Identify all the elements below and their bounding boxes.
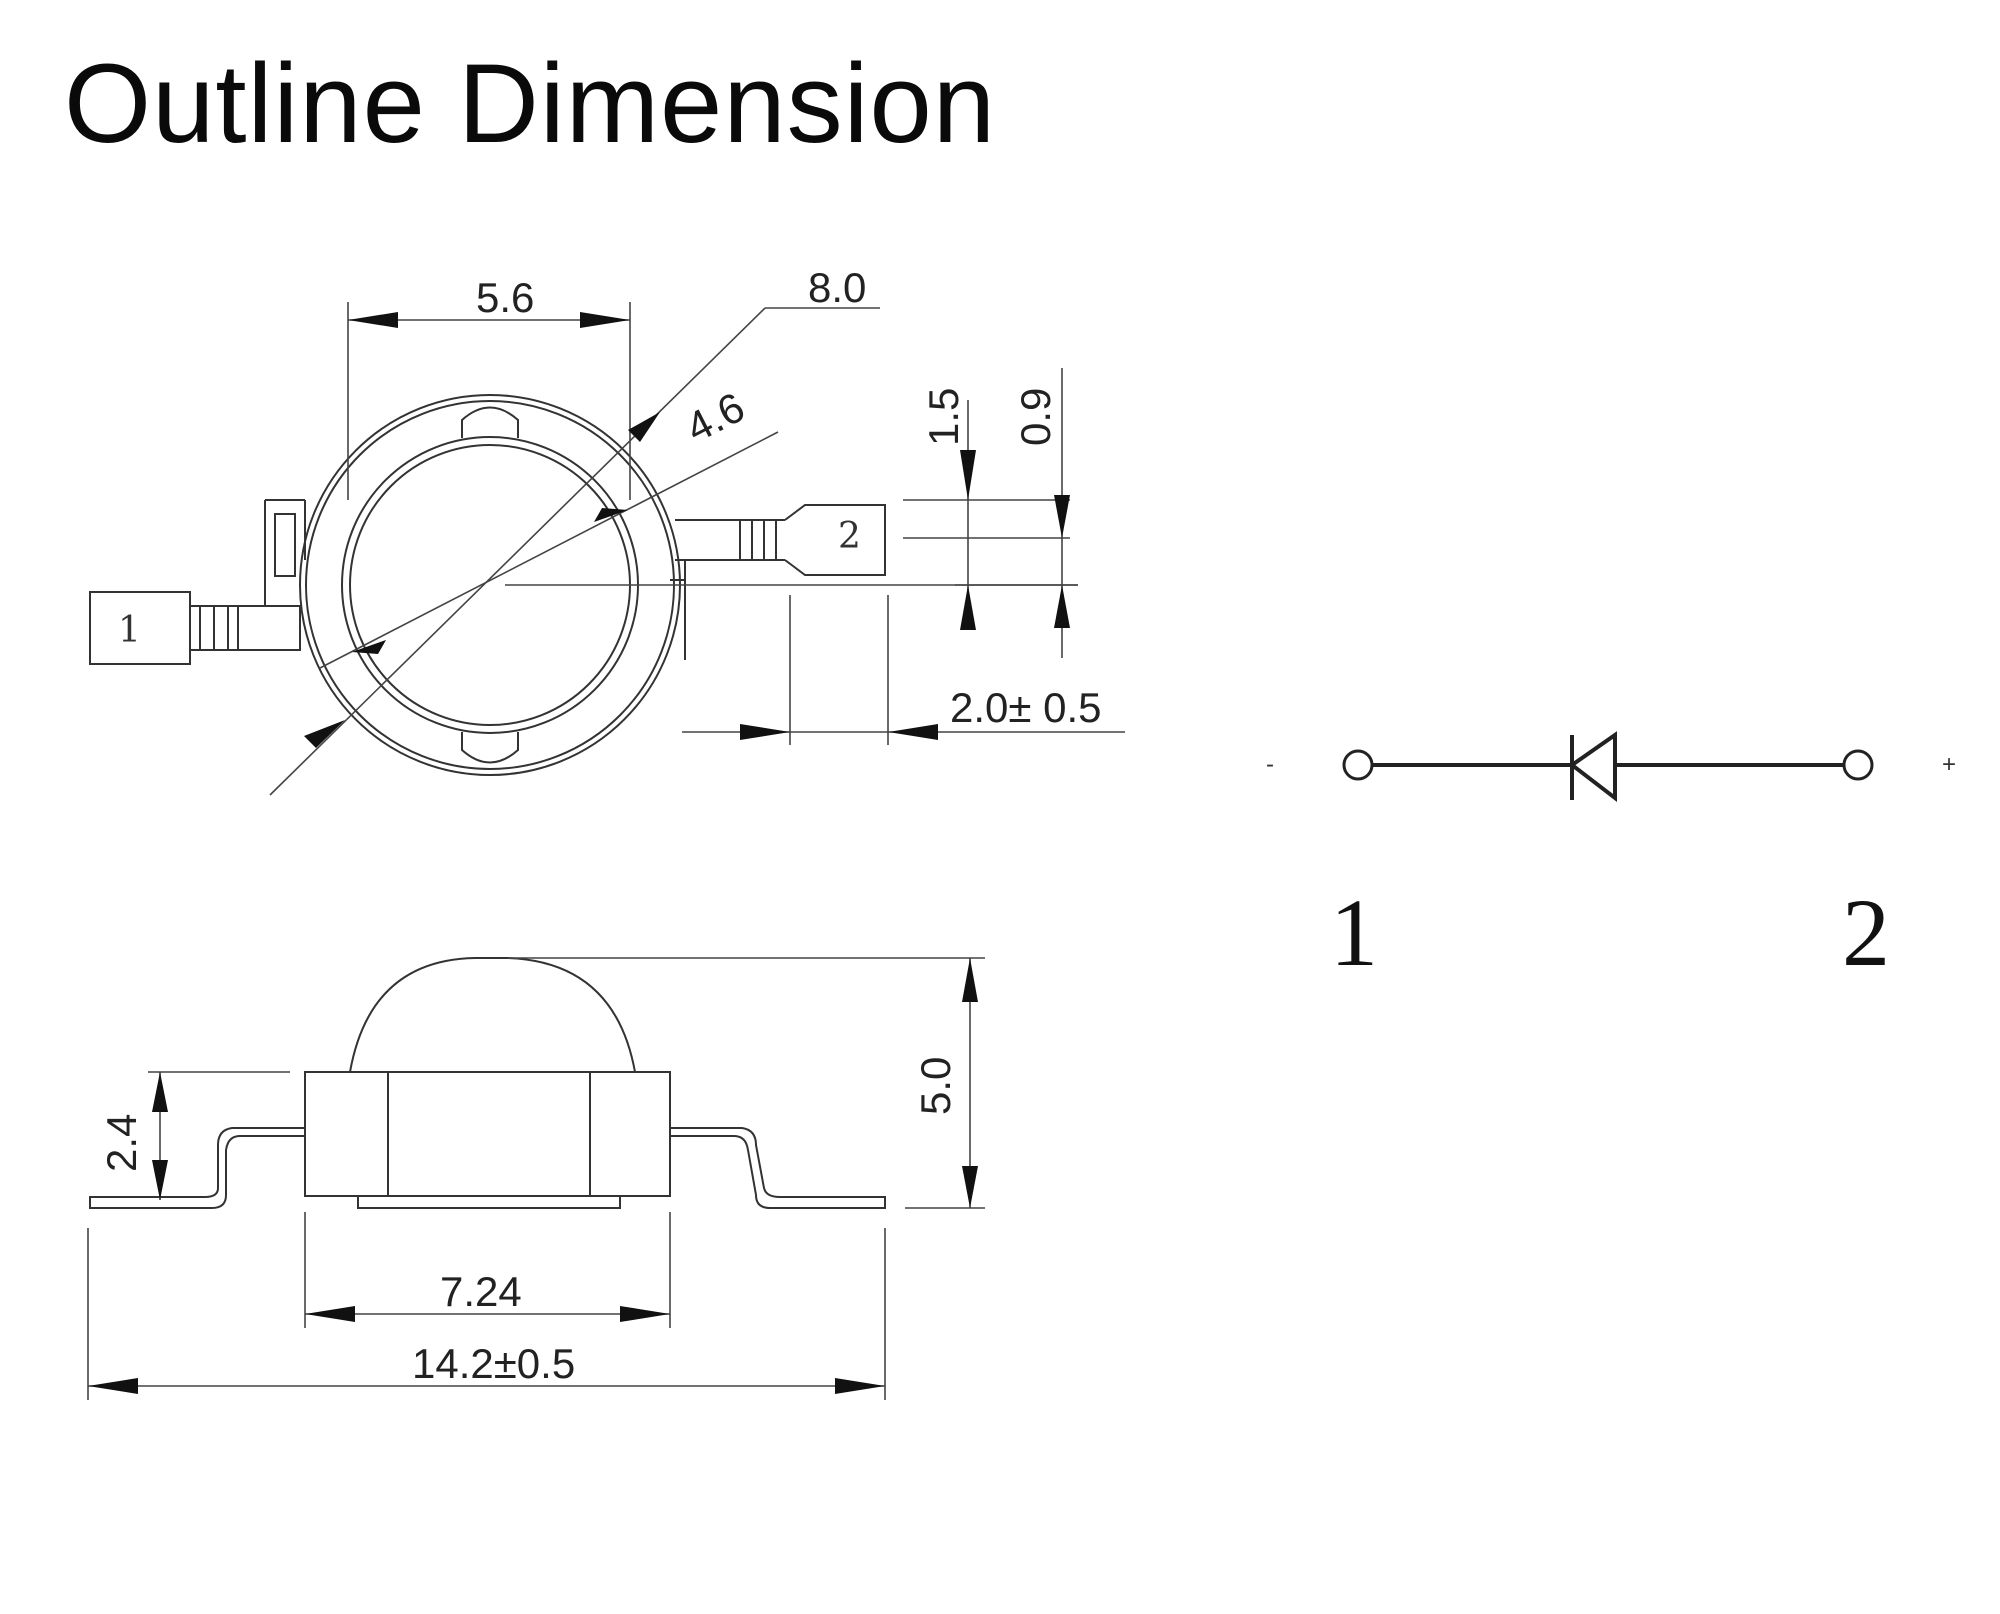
dim-7-24: 7.24: [440, 1268, 522, 1315]
dim-2-0: 2.0± 0.5: [950, 684, 1102, 731]
pin2-lead-pad: [784, 504, 886, 576]
diode-symbol: - + 1 2: [1266, 731, 1956, 986]
lens-dome: [349, 957, 636, 1073]
side-view: 2.4 5.0 7.24 14.2±0.5: [87, 957, 985, 1400]
dim-5-6: 5.6: [476, 274, 534, 321]
minus-label: -: [1266, 751, 1274, 778]
page-title: Outline Dimension: [64, 41, 997, 166]
dim-0-9: 0.9: [1012, 388, 1059, 446]
dim-4-6-leader: [319, 431, 779, 669]
bottom-notch: [461, 732, 519, 764]
left-tab: [264, 499, 306, 606]
pin2-label: 2: [838, 516, 861, 557]
left-lead-bent: [89, 1127, 305, 1209]
symbol-pin1-label: 1: [1330, 879, 1378, 986]
pin2-lead-neck: [675, 519, 785, 561]
pin1-lead-neck: [190, 605, 301, 651]
pin1-label: 1: [118, 610, 141, 651]
symbol-pin2-label: 2: [1842, 879, 1890, 986]
plus-label: +: [1942, 751, 1956, 778]
anode-triangle: [1568, 731, 1617, 803]
dim-5-0: 5.0: [912, 1057, 959, 1115]
pin1-lead-pad: [89, 591, 191, 665]
dim-8-0: 8.0: [808, 264, 866, 311]
dim-4-6: 4.6: [678, 383, 751, 451]
right-tab: [670, 560, 686, 660]
body-block: [304, 1071, 671, 1197]
right-lead-bent: [670, 1127, 886, 1209]
dim-14-2: 14.2±0.5: [412, 1340, 575, 1387]
terminal-1: [1342, 749, 1374, 781]
dim-1-5: 1.5: [920, 388, 967, 446]
top-view: 1 2 5.6 8.0 4.6: [89, 264, 1125, 796]
left-tab-slot: [274, 513, 296, 577]
base-plate: [357, 1195, 621, 1209]
terminal-2: [1842, 749, 1874, 781]
dim-2-4: 2.4: [98, 1114, 145, 1172]
top-notch: [461, 406, 519, 438]
dim-8-0-leader: [269, 307, 766, 796]
